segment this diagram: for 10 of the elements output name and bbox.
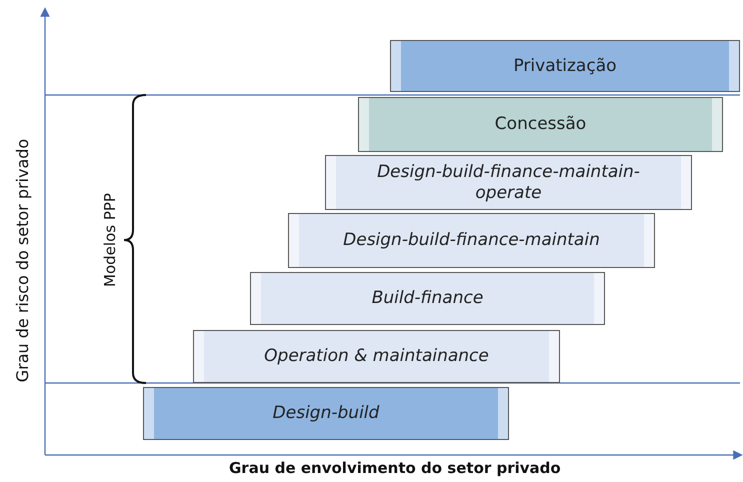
axis-title: Grau de risco do setor privado xyxy=(12,138,32,382)
model-box: Operation & maintainance xyxy=(193,330,560,383)
model-box: Design-build xyxy=(143,387,509,440)
axis-title: Grau de envolvimento do setor privado xyxy=(229,459,561,477)
brace-label: Modelos PPP xyxy=(100,193,119,287)
model-box: Build-finance xyxy=(250,272,605,325)
model-box: Design-build-finance-maintain-operate xyxy=(325,155,692,210)
model-box: Privatização xyxy=(390,40,740,92)
model-box: Concessão xyxy=(358,97,723,152)
model-box: Design-build-finance-maintain xyxy=(288,213,655,268)
